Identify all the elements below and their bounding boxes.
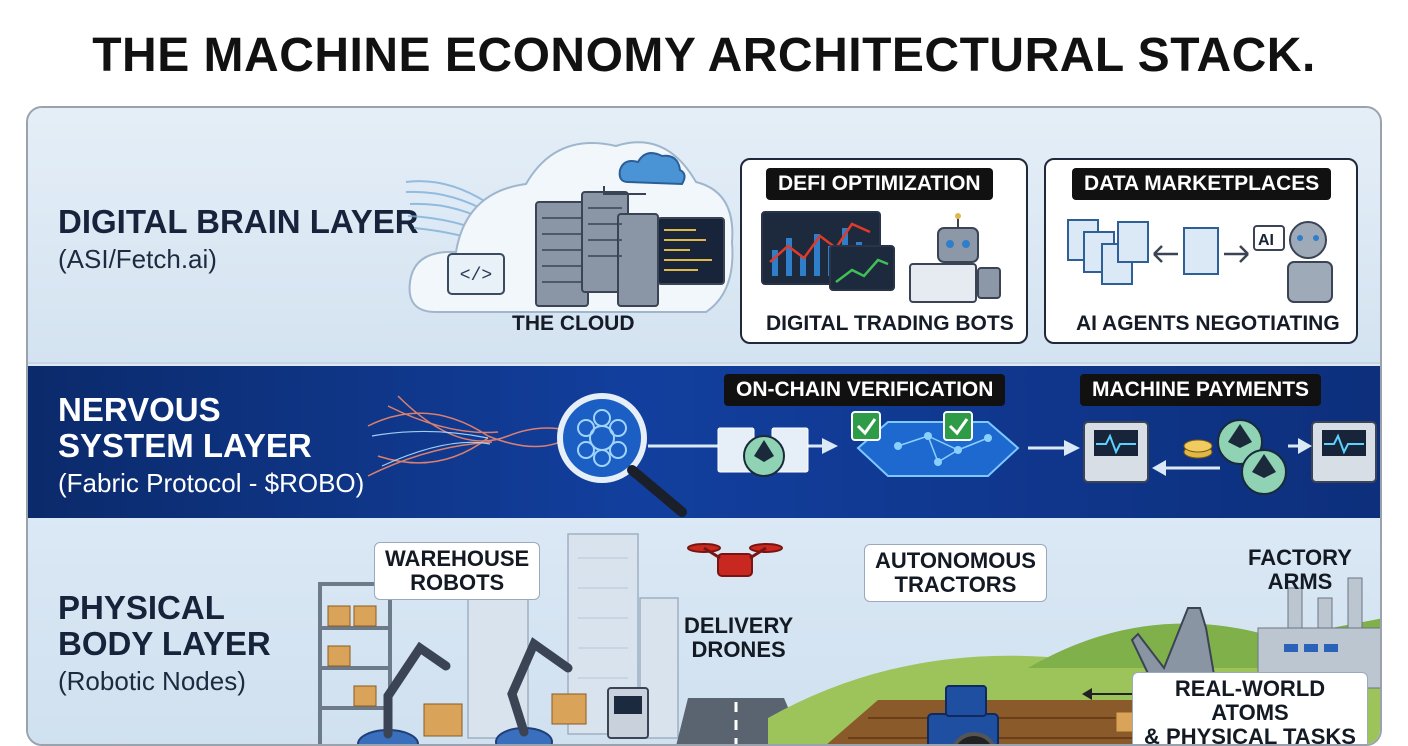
data-marketplaces-card: DATA MARKETPLACES AI AI AGENTS NEGOTIATI… [1044,158,1358,344]
cloud-label: THE CLOUD [512,312,635,335]
tractors-line1: AUTONOMOUS [875,548,1036,573]
atoms-line1: REAL-WORLD ATOMS [1174,676,1326,725]
factory-arms-label: FACTORY ARMS [1238,542,1362,598]
tractors-line2: TRACTORS [894,572,1017,597]
physical-body-layer: PHYSICAL BODY LAYER (Robotic Nodes) WARE… [28,518,1380,746]
nervous-system-layer: NERVOUS SYSTEM LAYER (Fabric Protocol - … [28,366,1380,518]
data-exchange-icon [1067,219,1333,303]
physical-subtitle: (Robotic Nodes) [58,666,246,696]
defi-tag: DEFI OPTIMIZATION [766,168,993,200]
nervous-subtitle: (Fabric Protocol - $ROBO) [58,468,365,498]
digital-brain-title: DIGITAL BRAIN LAYER [58,203,419,240]
machine-payments-tag: MACHINE PAYMENTS [1080,374,1322,406]
arms-line2: ARMS [1267,569,1333,594]
warehouse-robots-label: WAREHOUSE ROBOTS [374,542,541,600]
cloud-illustration: </> [405,141,734,313]
autonomous-tractors-label: AUTONOMOUS TRACTORS [864,544,1047,602]
warehouse-line2: ROBOTS [410,570,505,595]
drones-line1: DELIVERY [684,613,794,638]
physical-title-line2: BODY LAYER [58,625,271,662]
ai-badge: AI [1258,232,1274,249]
stack-frame: DIGITAL BRAIN LAYER (ASI/Fetch.ai) </> [26,106,1382,746]
arrow-left-icon [1082,688,1132,700]
page-title: THE MACHINE ECONOMY ARCHITECTURAL STACK. [92,29,1316,82]
trading-charts-icon [761,211,1001,303]
data-marketplaces-caption: AI AGENTS NEGOTIATING [1076,312,1340,335]
nervous-title-line2: SYSTEM LAYER [58,427,312,464]
real-world-atoms-label: REAL-WORLD ATOMS & PHYSICAL TASKS [1132,672,1368,746]
nervous-title-line1: NERVOUS [58,391,221,428]
svg-text:</>: </> [460,266,492,286]
data-marketplaces-tag: DATA MARKETPLACES [1072,168,1332,200]
defi-card: DEFI OPTIMIZATION DIGITAL TRADING BOTS [740,158,1028,344]
atoms-line2: & PHYSICAL TASKS [1144,724,1356,746]
digital-brain-layer: DIGITAL BRAIN LAYER (ASI/Fetch.ai) </> [28,108,1380,364]
delivery-drones-label: DELIVERY DRONES [674,610,803,666]
nervous-network-illustration [367,393,1377,517]
warehouse-line1: WAREHOUSE [385,546,530,571]
defi-caption: DIGITAL TRADING BOTS [766,312,1014,335]
digital-brain-subtitle: (ASI/Fetch.ai) [58,244,217,274]
physical-title-line1: PHYSICAL [58,589,225,626]
arms-line1: FACTORY [1248,545,1352,570]
on-chain-verification-tag: ON-CHAIN VERIFICATION [724,374,1006,406]
drones-line2: DRONES [691,637,786,662]
